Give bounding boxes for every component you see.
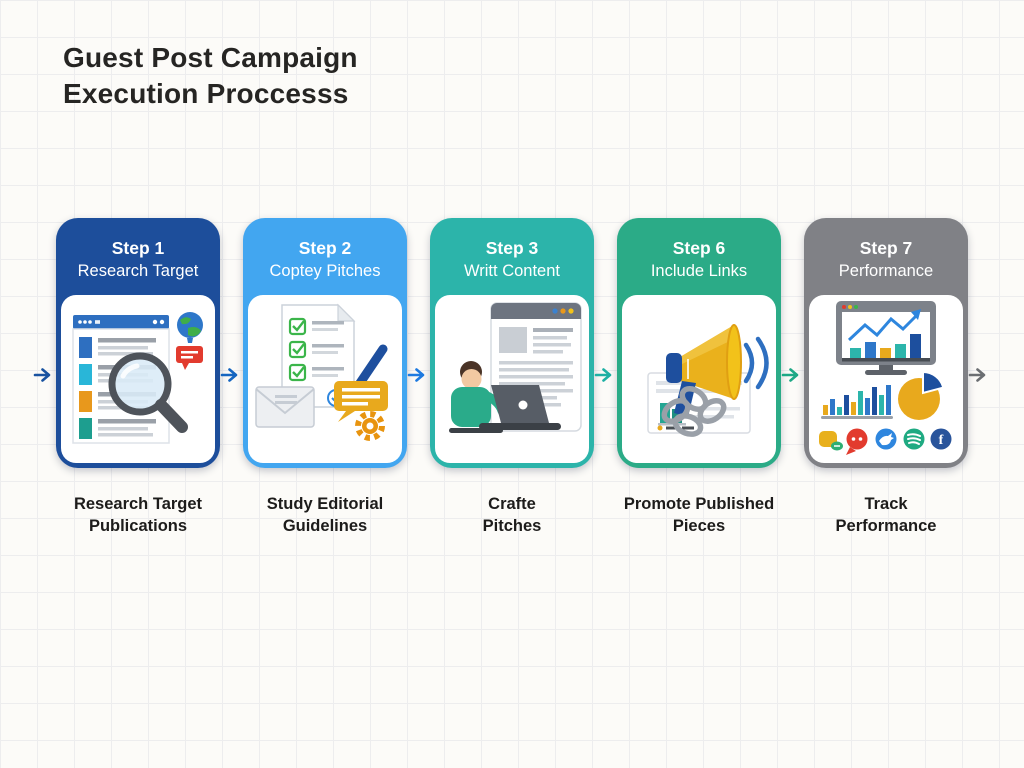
analytics-illustration: f — [819, 301, 952, 455]
step-number: Step 7 — [859, 237, 913, 258]
right-arrow-icon — [407, 368, 425, 382]
process-flow: Step 1 Research Target — [33, 218, 991, 468]
flow-arrow — [407, 218, 430, 468]
step-title: Coptey Pitches — [269, 261, 381, 280]
step-card-3: Step 3 Writt Content — [430, 218, 594, 468]
caption-line: Track — [864, 495, 908, 513]
monitor-chart-icon — [836, 301, 936, 375]
step-caption-4: Promote Published Pieces — [617, 494, 781, 537]
right-arrow-icon — [220, 368, 238, 382]
checklist-document-icon — [281, 303, 356, 408]
chat-bubble-icon — [846, 428, 868, 455]
step-card-4: Step 6 Include Links — [617, 218, 781, 468]
pitch-illustration — [255, 303, 388, 441]
caption-line: Research Target — [73, 495, 203, 513]
step-caption-2: Study Editorial Guidelines — [243, 494, 407, 537]
chain-links-icon — [661, 386, 727, 437]
step-card-2-body — [248, 295, 402, 463]
step-card-5-body: f — [809, 295, 963, 463]
step-number: Step 3 — [485, 237, 539, 258]
research-illustration — [72, 312, 203, 444]
flow-arrow — [968, 218, 991, 468]
step-card-3-header: Step 3 Writt Content — [430, 218, 594, 295]
right-arrow-icon — [33, 368, 51, 382]
write-content-illustration — [449, 302, 582, 433]
magnifier-icon — [108, 352, 188, 433]
right-arrow-icon — [781, 368, 799, 382]
step-card-4-header: Step 6 Include Links — [617, 218, 781, 295]
step-card-1-body — [61, 295, 215, 463]
promote-illustration — [647, 324, 769, 437]
flow-arrow — [594, 218, 617, 468]
step-card-1-header: Step 1 Research Target — [56, 218, 220, 295]
caption-line: Crafte — [488, 495, 536, 513]
caption-line: Promote Published — [623, 495, 775, 513]
speech-bubble-icon — [334, 381, 388, 422]
thumbs-up-icon — [819, 431, 843, 451]
step-caption-3: Crafte Pitches — [430, 494, 594, 537]
gear-icon — [355, 411, 385, 441]
music-icon — [903, 428, 925, 450]
megaphone-icon — [666, 324, 742, 417]
envelope-icon — [255, 386, 315, 428]
flow-arrow — [33, 218, 56, 468]
step-card-2: Step 2 Coptey Pitches — [243, 218, 407, 468]
right-arrow-icon — [594, 368, 612, 382]
globe-icon — [177, 312, 203, 343]
step-card-3-body — [435, 295, 589, 463]
caption-line: Guidelines — [282, 516, 368, 535]
right-arrow-icon — [968, 368, 986, 382]
bar-chart-icon — [821, 385, 893, 419]
step-title: Performance — [838, 261, 934, 280]
bird-icon — [875, 428, 897, 450]
facebook-icon: f — [930, 428, 952, 450]
step-number: Step 1 — [111, 237, 165, 258]
caption-line: Study Editorial — [266, 495, 384, 513]
page-title-line2: Execution Proccesss — [63, 78, 349, 109]
step-card-1: Step 1 Research Target — [56, 218, 220, 468]
step-title: Writt Content — [464, 261, 560, 280]
caption-line: Pitches — [482, 516, 542, 535]
pie-chart-icon — [898, 370, 945, 420]
page-title-line1: Guest Post Campaign — [63, 42, 358, 73]
step-title: Research Target — [77, 261, 199, 280]
facebook-glyph: f — [939, 433, 944, 448]
step-caption-1: Research Target Publications — [56, 494, 220, 537]
step-caption-5: Track Performance — [804, 494, 968, 537]
step-card-5: Step 7 Performance — [804, 218, 968, 468]
flow-arrow — [220, 218, 243, 468]
step-number: Step 6 — [672, 237, 726, 258]
caption-line: Pieces — [672, 516, 726, 535]
step-title: Include Links — [650, 261, 748, 280]
step-card-5-header: Step 7 Performance — [804, 218, 968, 295]
flow-arrow — [781, 218, 804, 468]
chat-bubble-icon — [176, 346, 203, 370]
step-card-2-header: Step 2 Coptey Pitches — [243, 218, 407, 295]
step-card-4-body — [622, 295, 776, 463]
floor-line — [449, 428, 503, 433]
caption-line: Performance — [835, 516, 937, 535]
sound-waves-icon — [743, 336, 769, 390]
step-captions: Research Target Publications Study Edito… — [33, 494, 991, 537]
step-number: Step 2 — [298, 237, 352, 258]
caption-line: Publications — [88, 516, 188, 535]
page-title: Guest Post Campaign Execution Proccesss — [63, 40, 358, 112]
